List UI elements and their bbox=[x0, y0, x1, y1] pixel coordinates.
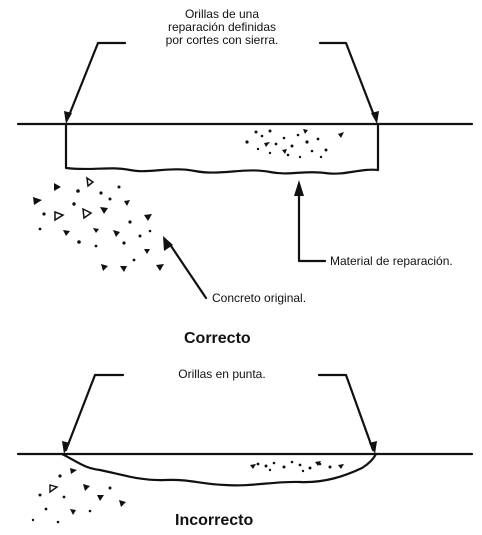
sawcut-edges-callout: Orillas de una reparación definidas por … bbox=[122, 8, 322, 47]
left-feather-leader bbox=[64, 373, 125, 452]
repair-material-label: Material de reparación. bbox=[330, 254, 453, 268]
repair-aggregate bbox=[245, 129, 344, 159]
sawcut-callout-line-2: reparación definidas bbox=[167, 20, 277, 34]
correct-caption: Correcto bbox=[184, 330, 251, 347]
sawcut-callout-line-3: por cortes con sierra. bbox=[165, 33, 279, 47]
repair-aggregate-bottom bbox=[250, 460, 344, 473]
arrowhead bbox=[163, 236, 173, 251]
arrowhead bbox=[369, 441, 377, 454]
arrowhead bbox=[64, 111, 72, 124]
arrowhead bbox=[294, 180, 304, 196]
repair-material-leader bbox=[297, 193, 327, 263]
left-edge-leader bbox=[66, 41, 127, 120]
right-feather-leader bbox=[317, 373, 375, 452]
original-concrete-leader bbox=[167, 241, 208, 300]
arrowhead bbox=[371, 111, 379, 124]
arrowhead bbox=[62, 441, 70, 454]
original-concrete-label: Concreto original. bbox=[212, 291, 307, 305]
original-concrete-aggregate bbox=[33, 176, 164, 272]
sawcut-callout-line-1: Orillas de una bbox=[184, 7, 260, 21]
repair-patch-feathered bbox=[60, 452, 378, 487]
right-edge-leader bbox=[318, 41, 377, 120]
incorrect-caption: Incorrecto bbox=[175, 512, 254, 529]
repair-patch-sawcut bbox=[64, 122, 380, 175]
original-concrete-aggregate-bottom bbox=[31, 468, 126, 524]
feathered-edges-callout: Orillas en punta. bbox=[178, 367, 266, 381]
